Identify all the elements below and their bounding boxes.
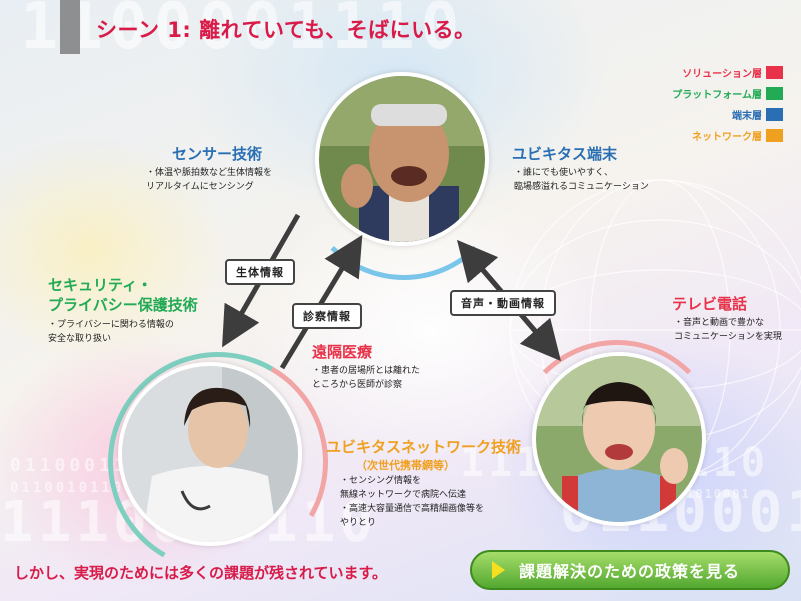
- view-policy-label: 課題解決のための政策を見る: [519, 558, 740, 582]
- tag-vital-info: 生体情報: [225, 259, 295, 285]
- security-heading-2: プライバシー保護技術: [48, 296, 198, 315]
- view-policy-button[interactable]: 課題解決のための政策を見る: [470, 550, 790, 590]
- sensor-desc: ・体温や脈拍数など生体情報を リアルタイムにセンシング: [146, 166, 272, 194]
- remote-desc: ・患者の居場所とは離れた ところから医師が診察: [312, 364, 420, 392]
- ubiquitous-heading: ユビキタス端末: [512, 145, 617, 164]
- play-icon: [492, 561, 505, 579]
- network-heading: ユビキタスネットワーク技術: [326, 438, 521, 457]
- tag-audio-video-info: 音声・動画情報: [450, 290, 556, 316]
- bottom-message: しかし、実現のためには多くの課題が残されています。: [14, 562, 387, 583]
- tag-diagnosis-info: 診察情報: [292, 303, 362, 329]
- ubiquitous-desc: ・誰にでも使いやすく、 臨場感溢れるコミュニケーション: [514, 166, 649, 194]
- network-desc: ・センシング情報を 無線ネットワークで病院へ伝達 ・高速大容量通信で高精細画像等…: [340, 474, 484, 530]
- network-subheading: （次世代携帯網等）: [356, 457, 455, 473]
- sensor-heading: センサー技術: [172, 145, 262, 164]
- videophone-desc: ・音声と動画で豊かな コミュニケーションを実現: [674, 316, 782, 344]
- videophone-heading: テレビ電話: [672, 295, 747, 314]
- security-heading-1: セキュリティ・: [48, 276, 152, 295]
- remote-heading: 遠隔医療: [312, 343, 372, 362]
- security-desc: ・プライバシーに関わる情報の 安全な取り扱い: [48, 318, 174, 346]
